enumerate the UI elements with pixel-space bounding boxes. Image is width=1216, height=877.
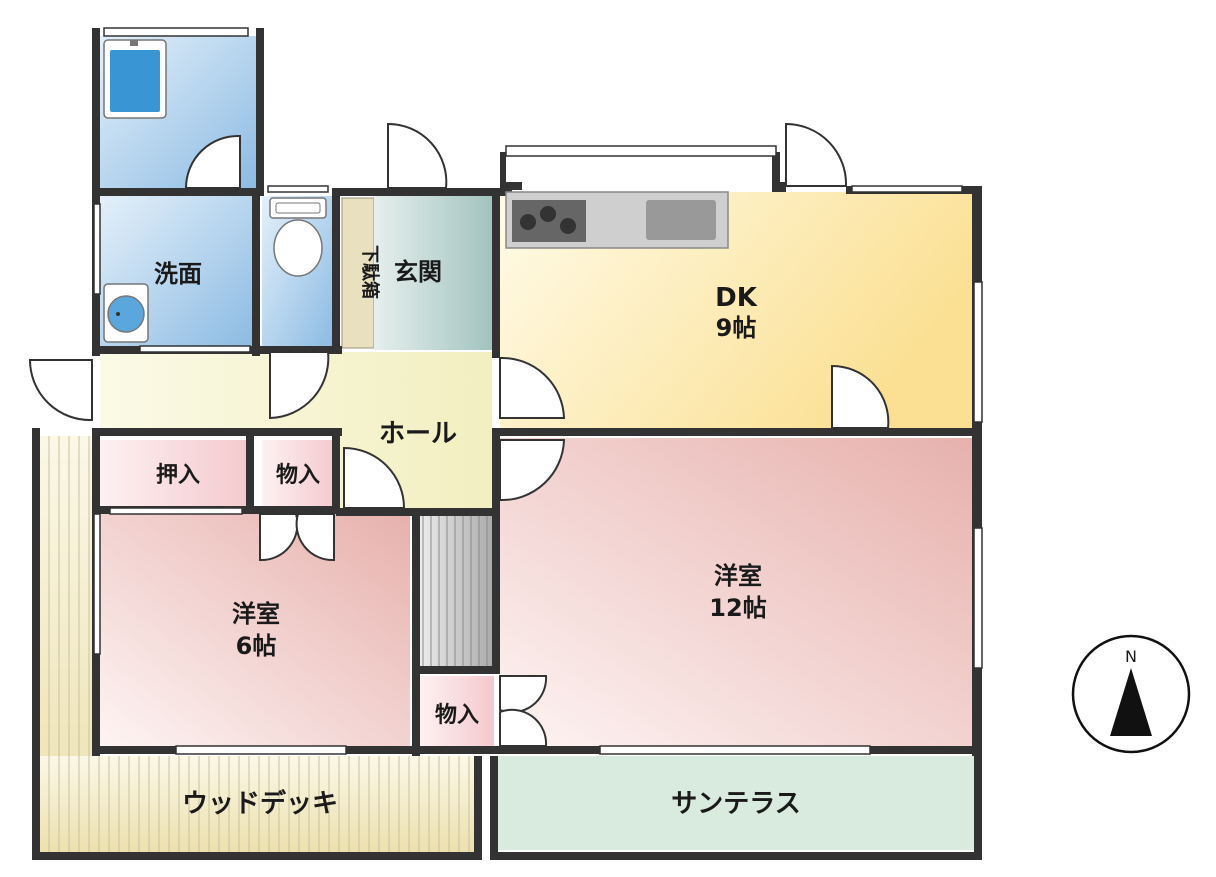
label-closet-oshiire: 押入: [156, 462, 200, 488]
label-hall: ホール: [379, 419, 457, 449]
compass-north-label: N: [1125, 647, 1137, 666]
sun-terrace-floor: [498, 756, 974, 850]
label-dk-name: DK: [715, 283, 758, 313]
bathtub: [103, 39, 167, 119]
label-entrance: 玄関: [394, 258, 442, 286]
door-closet-right: [295, 513, 335, 562]
wood-deck-boards-left: [40, 436, 92, 756]
door-west12: [499, 439, 566, 502]
entrance-floor: [374, 196, 492, 350]
door-entrance: [387, 122, 448, 189]
wood-deck-boards: [40, 756, 474, 852]
doors: [28, 122, 890, 747]
door-bath: [184, 134, 241, 189]
storage-hall-floor: [262, 440, 336, 510]
door-dk-outer: [785, 122, 848, 187]
label-sun-terrace: サンテラス: [671, 789, 800, 819]
windows: [93, 27, 983, 755]
closet-oshiire-floor: [100, 440, 250, 510]
toilet-fixture: [269, 197, 327, 277]
label-western6-size: 6帖: [236, 632, 277, 660]
label-shoe-cabinet: 下駄箱: [359, 245, 381, 299]
label-storage-small: 物入: [435, 702, 479, 728]
door-dk-hall: [499, 356, 566, 419]
label-washroom: 洗面: [154, 260, 202, 288]
door-toilet: [269, 351, 330, 420]
label-western6-name: 洋室: [232, 600, 280, 628]
label-dk-size: 9帖: [716, 314, 757, 342]
western6-floor: [100, 514, 410, 746]
door-dk-inner: [831, 364, 890, 429]
label-wood-deck: ウッドデッキ: [182, 788, 338, 819]
door-hall-storage: [343, 446, 406, 509]
kitchen-counter: [505, 191, 729, 249]
door-exterior-left: [28, 359, 93, 422]
label-western12-name: 洋室: [714, 562, 762, 590]
compass-arrow-icon: [1110, 668, 1152, 736]
label-western12-size: 12帖: [709, 594, 766, 622]
label-storage-hall: 物入: [276, 462, 320, 488]
stairs-lines: [420, 516, 496, 666]
door-storage-small-bottom: [499, 708, 548, 747]
storage-small-floor: [420, 676, 494, 746]
compass: N: [1071, 634, 1191, 754]
wash-basin: [103, 283, 149, 343]
western12-floor: [500, 438, 972, 746]
